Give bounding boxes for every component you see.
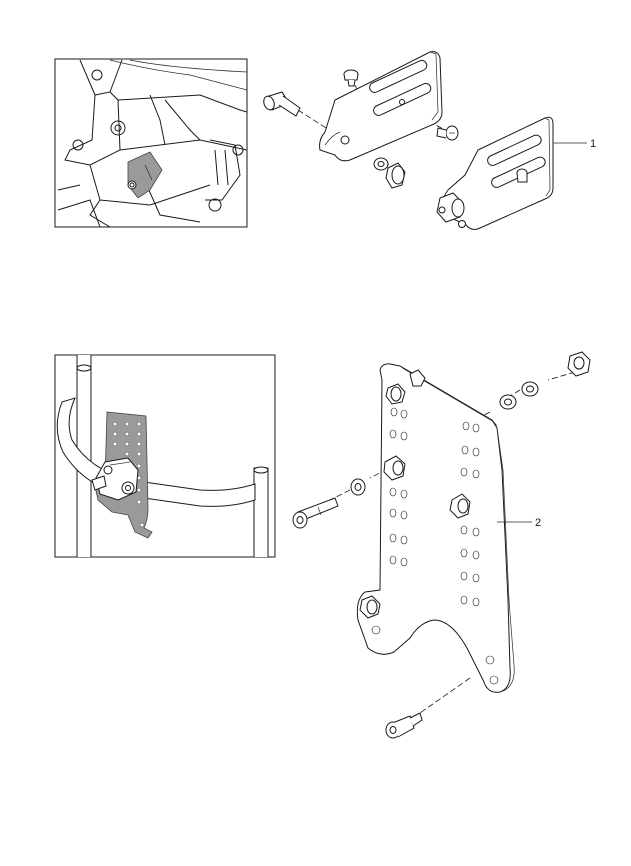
bottom-exploded-assembly — [292, 351, 591, 739]
inset-scene-top — [57, 59, 247, 227]
adapter-plate-top-rear — [319, 51, 443, 162]
small-screw-top — [343, 69, 359, 87]
cap-screw-bottom — [385, 712, 423, 739]
cap-screw-top — [263, 91, 301, 117]
long-bolt-left — [292, 497, 339, 529]
small-screw-right — [436, 125, 459, 141]
washers-right — [499, 381, 539, 410]
nut-top-right — [567, 351, 591, 377]
inset-scene-bottom — [56, 355, 269, 557]
callout-label-2: 2 — [535, 517, 541, 529]
top-exploded-assembly — [263, 51, 587, 230]
adapter-plate-top-front — [436, 116, 554, 230]
inset-frame-bottom — [54, 354, 276, 558]
washer-nut-top — [373, 157, 406, 189]
callout-label-1: 1 — [590, 138, 596, 150]
washer-left — [350, 478, 366, 496]
plate-studs — [359, 369, 471, 619]
inset-frame-top — [54, 58, 248, 228]
mounting-plate — [356, 363, 515, 693]
